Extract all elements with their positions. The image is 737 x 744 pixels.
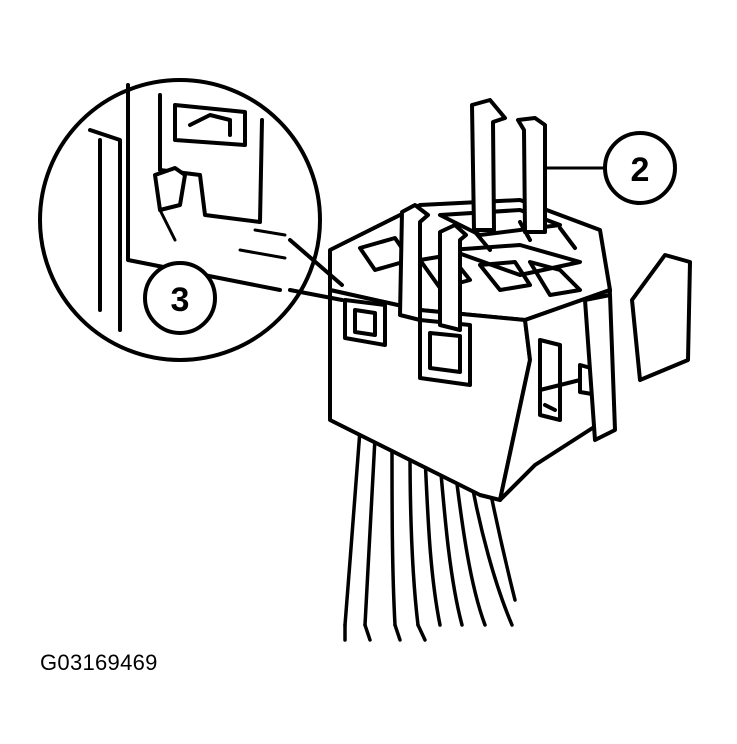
callout-2-label: 2 [631,151,650,189]
callout-2: 2 [543,131,677,205]
callout-3-label: 3 [171,281,190,319]
wire-harness [343,428,517,642]
detail-magnifier-icon [38,78,344,362]
figure-id: G03169469 [40,650,158,675]
up-arrow-icon [630,253,692,382]
callout-3: 3 [143,261,217,335]
release-tab-group [398,98,547,332]
